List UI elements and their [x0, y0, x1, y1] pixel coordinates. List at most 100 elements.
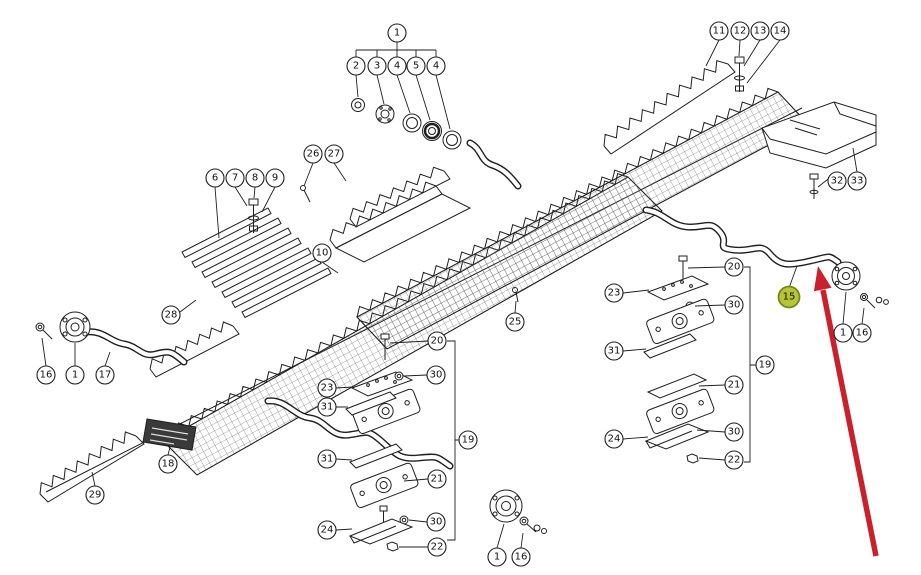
step-plate-stack-28 — [181, 207, 332, 319]
callout-22[interactable]: 22 — [724, 450, 744, 470]
callout-4[interactable]: 4 — [426, 56, 446, 76]
callout-16[interactable]: 16 — [511, 547, 531, 567]
callout-26[interactable]: 26 — [303, 144, 323, 164]
callout-18[interactable]: 18 — [158, 454, 178, 474]
callout-1[interactable]: 1 — [833, 323, 853, 343]
walker-step-sheets-27 — [329, 166, 472, 263]
svg-text:25: 25 — [509, 317, 522, 328]
callout-7[interactable]: 7 — [225, 168, 245, 188]
svg-text:5: 5 — [413, 61, 419, 72]
walker-step-strip-29 — [39, 431, 145, 503]
group-bracket-19-middle — [447, 340, 459, 541]
callout-1[interactable]: 1 — [487, 547, 507, 567]
callout-3[interactable]: 3 — [367, 56, 387, 76]
callout-16[interactable]: 16 — [852, 323, 872, 343]
svg-text:16: 16 — [40, 370, 53, 381]
svg-text:4: 4 — [394, 61, 400, 72]
callout-30[interactable]: 30 — [426, 512, 446, 532]
callout-2[interactable]: 2 — [346, 56, 366, 76]
svg-text:11: 11 — [713, 26, 726, 37]
callout-12[interactable]: 12 — [730, 21, 750, 41]
callout-21[interactable]: 21 — [427, 469, 447, 489]
crankshaft-left — [82, 328, 188, 366]
callout-30[interactable]: 30 — [426, 365, 446, 385]
callout-28[interactable]: 28 — [161, 305, 181, 325]
svg-text:1: 1 — [394, 28, 400, 39]
screw-26 — [300, 185, 311, 203]
callout-31[interactable]: 31 — [317, 449, 337, 469]
red-arrow — [813, 266, 879, 557]
callout-27[interactable]: 27 — [324, 144, 344, 164]
callout-25[interactable]: 25 — [505, 312, 525, 332]
svg-text:16: 16 — [515, 552, 528, 563]
brand-sticker — [142, 418, 197, 451]
callout-31[interactable]: 31 — [317, 397, 337, 417]
callout-10[interactable]: 10 — [312, 243, 332, 263]
callout-24[interactable]: 24 — [317, 520, 337, 540]
callout-21[interactable]: 21 — [724, 375, 744, 395]
callout-20[interactable]: 20 — [427, 331, 447, 351]
svg-text:1: 1 — [840, 328, 846, 339]
svg-text:21: 21 — [431, 474, 444, 485]
callout-13[interactable]: 13 — [750, 21, 770, 41]
svg-text:20: 20 — [728, 262, 741, 273]
svg-text:16: 16 — [856, 328, 869, 339]
red-arrow-head — [813, 266, 832, 292]
svg-text:19: 19 — [462, 435, 475, 446]
callout-14[interactable]: 14 — [770, 21, 790, 41]
svg-text:33: 33 — [851, 176, 864, 187]
callout-1[interactable]: 1 — [387, 23, 407, 43]
diagram-artwork — [35, 56, 889, 552]
callout-29[interactable]: 29 — [85, 485, 105, 505]
svg-text:24: 24 — [321, 525, 334, 536]
callout-32[interactable]: 32 — [827, 171, 847, 191]
svg-text:21: 21 — [728, 380, 741, 391]
bolt-left-16 — [35, 322, 53, 340]
svg-text:8: 8 — [252, 173, 258, 184]
callout-11[interactable]: 11 — [709, 21, 729, 41]
svg-text:1: 1 — [494, 552, 500, 563]
callout-33[interactable]: 33 — [847, 171, 867, 191]
svg-text:18: 18 — [162, 459, 175, 470]
callout-19[interactable]: 19 — [458, 430, 478, 450]
svg-text:27: 27 — [328, 149, 341, 160]
svg-text:7: 7 — [232, 173, 238, 184]
callout-15-highlighted[interactable]: 15 — [777, 285, 801, 309]
callout-17[interactable]: 17 — [95, 365, 115, 385]
svg-text:10: 10 — [316, 248, 329, 259]
flange-bearing-left — [59, 311, 91, 343]
callout-5[interactable]: 5 — [406, 56, 426, 76]
callout-19[interactable]: 19 — [755, 355, 775, 375]
callout-23[interactable]: 23 — [604, 283, 624, 303]
svg-text:23: 23 — [321, 383, 334, 394]
callout-30[interactable]: 30 — [724, 422, 744, 442]
svg-text:30: 30 — [430, 517, 443, 528]
group-bracket-19-right — [744, 266, 756, 463]
flange-bearing-right — [831, 261, 861, 291]
callout-9[interactable]: 9 — [265, 168, 285, 188]
pin-25 — [512, 287, 519, 303]
svg-text:13: 13 — [754, 26, 767, 37]
callout-8[interactable]: 8 — [245, 168, 265, 188]
svg-text:24: 24 — [608, 434, 621, 445]
callout-1[interactable]: 1 — [65, 365, 85, 385]
callout-4[interactable]: 4 — [387, 56, 407, 76]
callout-22[interactable]: 22 — [427, 537, 447, 557]
callout-30[interactable]: 30 — [724, 295, 744, 315]
svg-text:31: 31 — [608, 346, 621, 357]
leader-lines — [41, 39, 865, 549]
svg-text:26: 26 — [307, 149, 320, 160]
callout-20[interactable]: 20 — [724, 257, 744, 277]
callout-16[interactable]: 16 — [36, 365, 56, 385]
svg-text:30: 30 — [728, 300, 741, 311]
callout-23[interactable]: 23 — [317, 378, 337, 398]
callout-24[interactable]: 24 — [604, 429, 624, 449]
callout-6[interactable]: 6 — [205, 168, 225, 188]
svg-text:1: 1 — [72, 370, 78, 381]
svg-text:30: 30 — [728, 427, 741, 438]
callout-31[interactable]: 31 — [604, 341, 624, 361]
crankshaft-right-15 — [642, 206, 842, 268]
svg-text:17: 17 — [99, 370, 112, 381]
svg-text:3: 3 — [374, 61, 380, 72]
